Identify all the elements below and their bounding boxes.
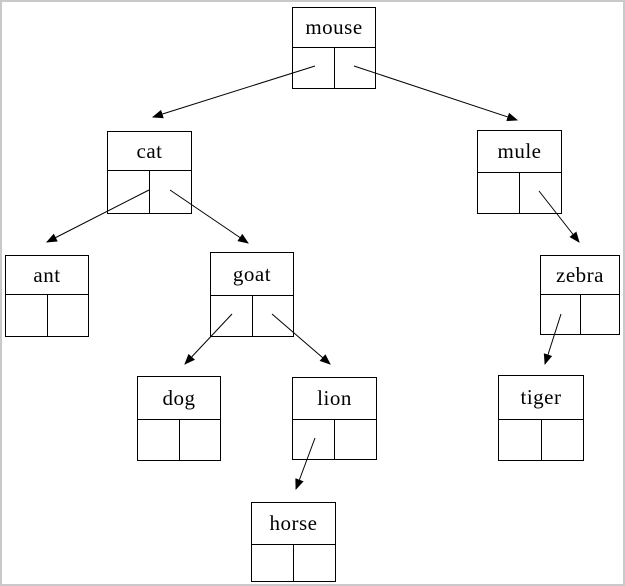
left-pointer-cell	[108, 171, 149, 213]
node-pointer-cells	[293, 420, 376, 459]
left-pointer-cell	[293, 420, 334, 459]
left-pointer-cell	[499, 420, 541, 460]
left-pointer-cell	[541, 295, 580, 334]
right-pointer-cell	[178, 420, 221, 460]
node-label: zebra	[541, 256, 619, 295]
node-label: dog	[138, 377, 220, 420]
right-pointer-cell	[293, 545, 335, 581]
node-pointer-cells	[211, 296, 293, 336]
node-pointer-cells	[499, 420, 583, 460]
node-label: mouse	[293, 8, 375, 48]
tree-node-goat: goat	[210, 252, 294, 337]
edge-mouse-right-mule	[353, 65, 519, 122]
left-pointer-cell	[138, 420, 179, 460]
tree-node-lion: lion	[292, 377, 377, 460]
tree-node-mule: mule	[477, 130, 562, 214]
edge-mouse-left-cat	[151, 65, 316, 119]
node-label: horse	[252, 503, 335, 545]
node-pointer-cells	[6, 295, 88, 336]
node-label: lion	[293, 378, 376, 420]
node-label: cat	[108, 132, 191, 171]
left-pointer-cell	[211, 296, 252, 336]
right-pointer-cell	[251, 296, 294, 336]
right-pointer-cell	[519, 173, 561, 213]
node-label: goat	[211, 253, 293, 296]
tree-node-zebra: zebra	[540, 255, 620, 335]
right-pointer-cell	[333, 48, 376, 88]
node-pointer-cells	[541, 295, 619, 334]
node-pointer-cells	[252, 545, 335, 581]
right-pointer-cell	[149, 171, 191, 213]
tree-node-ant: ant	[5, 255, 89, 337]
right-pointer-cell	[540, 420, 584, 460]
node-pointer-cells	[108, 171, 191, 213]
node-pointer-cells	[293, 48, 375, 88]
node-label: tiger	[499, 376, 583, 420]
left-pointer-cell	[478, 173, 519, 213]
node-label: mule	[478, 131, 561, 173]
left-pointer-cell	[252, 545, 293, 581]
left-pointer-cell	[6, 295, 47, 336]
right-pointer-cell	[46, 295, 89, 336]
tree-node-mouse: mouse	[292, 7, 376, 89]
tree-node-dog: dog	[137, 376, 221, 461]
right-pointer-cell	[579, 295, 620, 334]
left-pointer-cell	[293, 48, 334, 88]
tree-node-horse: horse	[251, 502, 336, 582]
right-pointer-cell	[334, 420, 376, 459]
tree-node-tiger: tiger	[498, 375, 584, 461]
node-pointer-cells	[478, 173, 561, 213]
node-label: ant	[6, 256, 88, 295]
node-pointer-cells	[138, 420, 220, 460]
tree-node-cat: cat	[107, 131, 192, 214]
